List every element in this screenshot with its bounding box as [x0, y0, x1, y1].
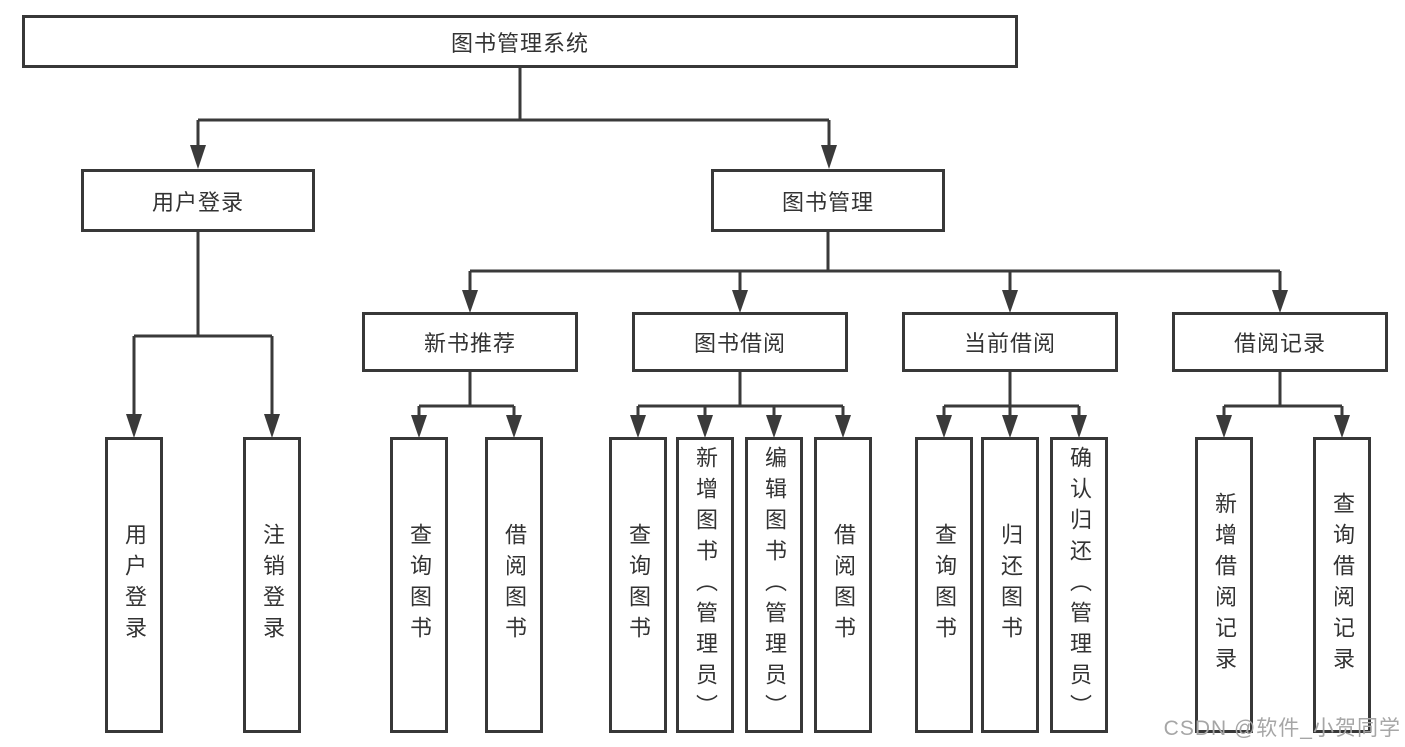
node-label: 新增借阅记录 — [1212, 492, 1237, 678]
node-borrow-records: 借阅记录 — [1172, 312, 1388, 372]
leaf-query-borrow-record: 查询借阅记录 — [1313, 437, 1371, 733]
leaf-query-book-2: 查询图书 — [609, 437, 667, 733]
node-label: 归还图书 — [998, 523, 1023, 647]
node-book-management: 图书管理 — [711, 169, 945, 232]
node-label: 借阅记录 — [1233, 331, 1326, 356]
node-label: 图书管理系统 — [450, 30, 589, 56]
leaf-query-book-1: 查询图书 — [390, 437, 448, 733]
node-label: 查询借阅记录 — [1330, 492, 1355, 678]
node-label: 图书管理 — [781, 189, 874, 215]
leaf-add-book-admin: 新增图书（管理员） — [676, 437, 734, 733]
node-label: 借阅图书 — [831, 523, 856, 647]
watermark: CSDN @软件_小贺同学 — [1163, 717, 1401, 740]
node-label: 当前借阅 — [963, 331, 1056, 356]
leaf-edit-book-admin: 编辑图书（管理员） — [745, 437, 803, 733]
node-label: 用户登录 — [151, 189, 244, 215]
node-current-borrow: 当前借阅 — [902, 312, 1118, 372]
node-label: 确认归还（管理员） — [1067, 445, 1092, 725]
node-label: 用户登录 — [122, 523, 147, 647]
leaf-user-login: 用户登录 — [105, 437, 163, 733]
node-book-borrow: 图书借阅 — [632, 312, 848, 372]
leaf-query-book-3: 查询图书 — [915, 437, 973, 733]
node-label: 编辑图书（管理员） — [762, 445, 787, 725]
node-root: 图书管理系统 — [22, 15, 1018, 68]
node-label: 借阅图书 — [502, 523, 527, 647]
leaf-borrow-book-1: 借阅图书 — [485, 437, 543, 733]
leaf-add-borrow-record: 新增借阅记录 — [1195, 437, 1253, 733]
node-label: 注销登录 — [260, 523, 285, 647]
node-label: 查询图书 — [626, 523, 651, 647]
leaf-borrow-book-2: 借阅图书 — [814, 437, 872, 733]
node-new-book-recommend: 新书推荐 — [362, 312, 578, 372]
leaf-return-book: 归还图书 — [981, 437, 1039, 733]
node-label: 图书借阅 — [693, 331, 786, 356]
leaf-logout: 注销登录 — [243, 437, 301, 733]
node-label: 新增图书（管理员） — [693, 445, 718, 725]
node-label: 新书推荐 — [423, 331, 516, 356]
node-user-login: 用户登录 — [81, 169, 315, 232]
node-label: 查询图书 — [932, 523, 957, 647]
leaf-confirm-return-admin: 确认归还（管理员） — [1050, 437, 1108, 733]
node-label: 查询图书 — [407, 523, 432, 647]
arrowheads — [126, 145, 1350, 438]
